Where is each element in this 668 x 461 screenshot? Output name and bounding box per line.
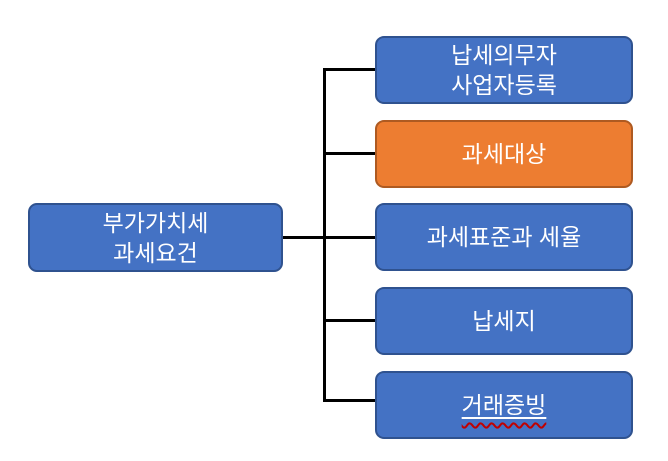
node-label-line: 과세요건 [113, 239, 198, 266]
node-label-line: 거래증빙 [462, 390, 547, 420]
connector-branch-2 [324, 152, 375, 155]
node-tax-payment-place: 납세지 [375, 287, 633, 355]
node-label-line: 부가가치세 [102, 209, 209, 236]
connector-branch-1 [324, 68, 375, 71]
underlined-text: 거래증빙 [462, 392, 547, 418]
node-label-line: 납세의무자 [451, 42, 557, 68]
spellcheck-squiggle-text: 거래증빙 [461, 392, 547, 418]
connector-vertical-spine [323, 68, 326, 402]
node-label-line: 사업자등록 [451, 72, 557, 98]
node-tax-base-and-rate: 과세표준과 세율 [375, 203, 633, 271]
node-label-line: 과세대상 [461, 141, 547, 167]
node-label-line: 납세지 [472, 308, 536, 334]
node-vat-requirements: 부가가치세 과세요건 [28, 203, 283, 272]
connector-branch-5 [324, 399, 375, 402]
node-taxable-objects: 과세대상 [375, 120, 633, 188]
node-transaction-evidence: 거래증빙 [375, 371, 633, 439]
connector-root-to-tree [283, 236, 375, 239]
node-label-line: 과세표준과 세율 [426, 224, 582, 250]
node-taxpayer-registration: 납세의무자 사업자등록 [375, 36, 633, 104]
connector-branch-4 [324, 319, 375, 322]
